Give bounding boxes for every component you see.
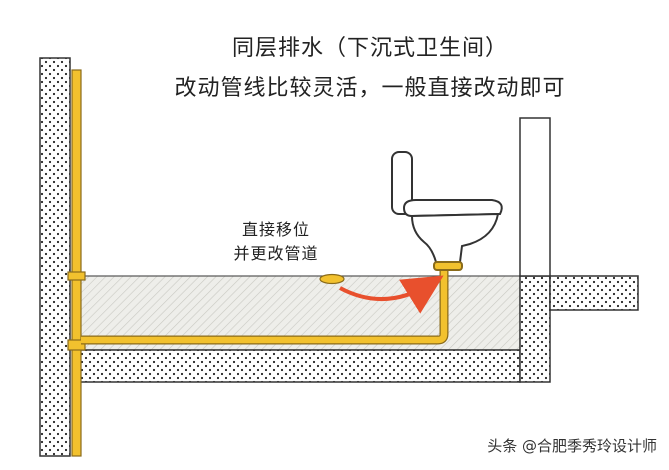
diagram-title: 同层排水（下沉式卫生间） <box>231 36 508 61</box>
annotation-line-2: 并更改管道 <box>233 244 319 263</box>
pipe-joint <box>67 271 86 281</box>
watermark-credit: 头条 @合肥季秀玲设计师 <box>487 437 657 455</box>
floor-slab <box>77 349 521 383</box>
left-wall <box>39 57 71 457</box>
right-wall <box>519 117 551 277</box>
toilet-bowl <box>410 212 500 263</box>
annotation-line-1: 直接移位 <box>241 220 310 239</box>
toilet <box>391 151 503 271</box>
toilet-seat <box>402 199 503 218</box>
vertical-stack-pipe <box>71 69 82 457</box>
toilet-base <box>433 261 463 271</box>
old-drain-outlet <box>319 273 345 285</box>
right-slab-step <box>519 275 551 383</box>
toilet-tank <box>391 151 413 215</box>
pipe-joint-lower <box>67 339 86 351</box>
diagram-subtitle: 改动管线比较灵活，一般直接改动即可 <box>174 76 566 101</box>
relocation-arrow <box>339 275 444 314</box>
right-floor-slab <box>549 275 639 311</box>
